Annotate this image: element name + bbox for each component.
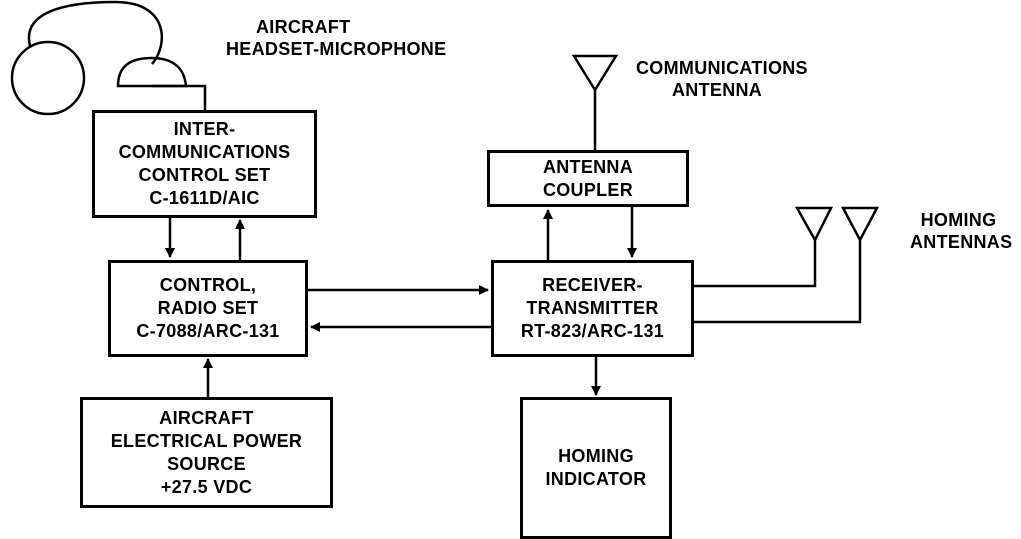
comm-antenna-label-line-1: COMMUNICATIONS xyxy=(636,58,808,78)
control-radio-line-1: CONTROL, xyxy=(159,275,257,295)
homing-antenna-1-icon xyxy=(794,206,834,243)
homing-antenna-1-feed xyxy=(693,240,817,288)
headset-label-line-2: HEADSET-MICROPHONE xyxy=(226,39,447,59)
intercom-line-4: C-1611D/AIC xyxy=(149,188,260,208)
homing-antennas-label: HOMING ANTENNAS xyxy=(910,209,1012,253)
headset-label: AIRCRAFT HEADSET-MICROPHONE xyxy=(226,16,446,60)
antenna-coupler-box: ANTENNA COUPLER xyxy=(487,150,689,207)
headband-icon xyxy=(27,0,163,65)
headset-label-line-1: AIRCRAFT xyxy=(256,17,351,37)
power-line-3: SOURCE xyxy=(167,453,246,474)
coupler-line-2: COUPLER xyxy=(542,179,634,200)
receiver-line-2: TRANSMITTER xyxy=(526,298,659,318)
homing-indicator-box: HOMING INDICATOR xyxy=(520,397,672,539)
power-source-box: AIRCRAFT ELECTRICAL POWER SOURCE +27.5 V… xyxy=(80,397,333,508)
microphone-icon xyxy=(116,56,188,88)
receiver-transmitter-box: RECEIVER- TRANSMITTER RT-823/ARC-131 xyxy=(491,260,694,357)
earphone-icon xyxy=(10,40,86,116)
control-radio-line-2: RADIO SET xyxy=(157,298,259,318)
intercom-line-2: COMMUNICATIONS xyxy=(118,142,291,162)
control-radio-line-3: C-7088/ARC-131 xyxy=(136,321,280,341)
intercom-line-3: CONTROL SET xyxy=(138,165,271,185)
communications-antenna-icon xyxy=(571,54,619,93)
intercom-control-set-box: INTER- COMMUNICATIONS CONTROL SET C-1611… xyxy=(92,110,317,218)
communications-antenna-label: COMMUNICATIONS ANTENNA xyxy=(636,57,808,101)
homing-antenna-2-icon xyxy=(840,206,880,243)
homing-antennas-label-line-2: ANTENNAS xyxy=(910,232,1013,252)
indicator-line-2: INDICATOR xyxy=(545,469,647,489)
comm-antenna-label-line-2: ANTENNA xyxy=(672,80,763,100)
receiver-line-3: RT-823/ARC-131 xyxy=(520,321,665,341)
homing-antennas-label-line-1: HOMING xyxy=(920,210,997,230)
control-radio-set-box: CONTROL, RADIO SET C-7088/ARC-131 xyxy=(108,260,308,357)
receiver-line-1: RECEIVER- xyxy=(542,275,643,295)
power-line-4: +27.5 VDC xyxy=(160,476,253,497)
power-line-2: ELECTRICAL POWER xyxy=(110,430,303,451)
headset-cable xyxy=(152,84,207,112)
homing-antenna-2-feed xyxy=(693,240,862,324)
power-line-1: AIRCRAFT xyxy=(159,407,254,428)
indicator-line-1: HOMING xyxy=(558,446,634,466)
coupler-line-1: ANTENNA xyxy=(542,156,634,177)
intercom-line-1: INTER- xyxy=(173,119,236,139)
